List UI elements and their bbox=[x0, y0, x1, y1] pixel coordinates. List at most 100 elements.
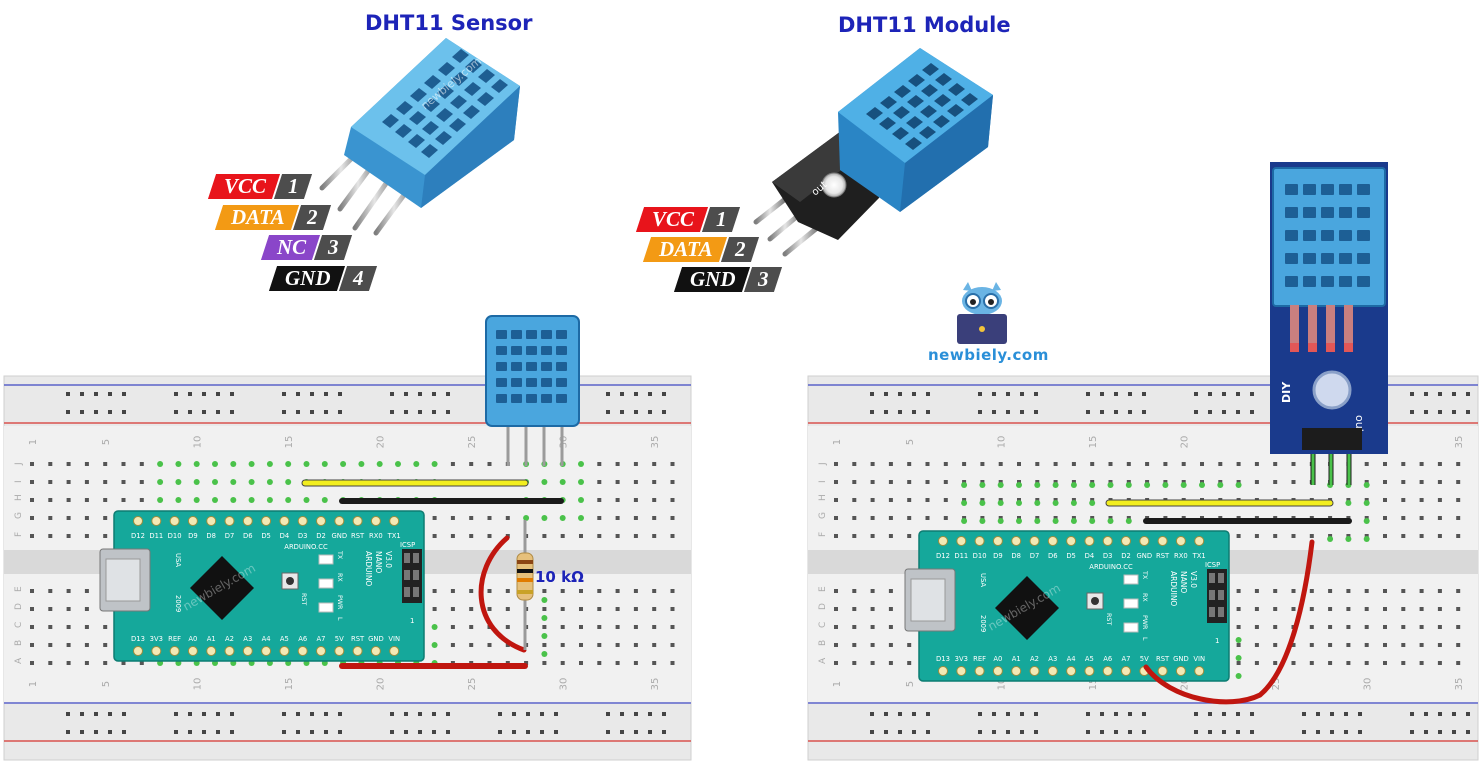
board-bottom-pin-label: A2 bbox=[225, 635, 234, 643]
dht11-sensor-left bbox=[485, 315, 580, 466]
row-letter: B bbox=[14, 640, 24, 646]
board-bottom-pin-label: A1 bbox=[207, 635, 216, 643]
column-number: 5 bbox=[101, 681, 112, 687]
board-bottom-pin-label: A3 bbox=[1048, 655, 1057, 663]
dht11-sensor-photo: newbiely.com bbox=[319, 38, 520, 236]
board-bottom-pin-label: D13 bbox=[936, 655, 950, 663]
board-label: V3.0 bbox=[384, 551, 393, 568]
column-number: 5 bbox=[905, 439, 916, 445]
board-label: NANO bbox=[374, 551, 383, 573]
board-top-pin-label: D8 bbox=[206, 532, 216, 540]
board-label: L bbox=[1141, 637, 1148, 641]
module-brand-mark: DIY bbox=[1280, 381, 1293, 403]
brand-logo-text: newbiely.com bbox=[928, 346, 1049, 364]
column-number: 15 bbox=[284, 678, 295, 691]
board-top-pin-label: D11 bbox=[954, 552, 968, 560]
resistor-10k bbox=[516, 520, 534, 650]
column-number: 20 bbox=[1180, 436, 1191, 449]
column-number: 35 bbox=[650, 436, 661, 449]
board-top-pin-label: D4 bbox=[1085, 552, 1095, 560]
row-letter: D bbox=[818, 603, 828, 610]
board-bottom-pin-label: 3V3 bbox=[150, 635, 163, 643]
newbiely-owl-logo bbox=[957, 282, 1007, 344]
board-top-pin-label: D12 bbox=[131, 532, 145, 540]
row-letter: E bbox=[818, 586, 828, 592]
board-top-pin-label: D10 bbox=[973, 552, 987, 560]
arduino-nano-left: D12D13D113V3D10REFD9A0D8A1D7A2D6A3D5A4D4… bbox=[99, 510, 425, 662]
board-bottom-pin-label: GND bbox=[1173, 655, 1189, 663]
column-number: 15 bbox=[284, 436, 295, 449]
column-number: 20 bbox=[376, 436, 387, 449]
board-label: 2009 bbox=[174, 595, 182, 612]
column-number: 35 bbox=[650, 678, 661, 691]
wires-right bbox=[1105, 499, 1352, 705]
board-top-pin-label: D2 bbox=[316, 532, 326, 540]
board-label: TX bbox=[1141, 570, 1148, 580]
column-number: 10 bbox=[193, 436, 204, 449]
board-top-pin-label: D7 bbox=[1030, 552, 1040, 560]
board-label: PWR bbox=[336, 595, 343, 610]
board-top-pin-label: TX1 bbox=[1192, 552, 1206, 560]
board-top-pin-label: D3 bbox=[1103, 552, 1113, 560]
board-label: ICSP bbox=[400, 541, 415, 549]
board-label: ARDUINO bbox=[364, 551, 373, 586]
column-number: 30 bbox=[1363, 678, 1374, 691]
row-letter: A bbox=[14, 657, 24, 664]
board-top-pin-label: D10 bbox=[168, 532, 182, 540]
row-letter: F bbox=[14, 532, 24, 537]
board-top-pin-label: D12 bbox=[936, 552, 950, 560]
column-number: 25 bbox=[467, 678, 478, 691]
board-bottom-pin-label: REF bbox=[973, 655, 986, 663]
board-bottom-pin-label: A6 bbox=[1103, 655, 1112, 663]
dht11-module-photo: out bbox=[753, 48, 993, 257]
board-label: USA bbox=[174, 553, 182, 567]
board-top-pin-label: RX0 bbox=[1174, 552, 1188, 560]
board-label: NANO bbox=[1179, 571, 1188, 593]
arduino-nano-right: D12D13D113V3D10REFD9A0D8A1D7A2D6A3D5A4D4… bbox=[904, 530, 1230, 682]
board-bottom-pin-label: A4 bbox=[1067, 655, 1076, 663]
column-number: 35 bbox=[1454, 436, 1465, 449]
board-bottom-pin-label: VIN bbox=[1193, 655, 1205, 663]
row-letter: A bbox=[818, 657, 828, 664]
column-number: 1 bbox=[28, 439, 39, 445]
board-top-pin-label: D6 bbox=[1048, 552, 1058, 560]
board-label: 2009 bbox=[979, 615, 987, 632]
column-number: 35 bbox=[1454, 678, 1465, 691]
row-letter: H bbox=[14, 494, 24, 501]
board-bottom-pin-label: A7 bbox=[317, 635, 326, 643]
column-number: 30 bbox=[559, 678, 570, 691]
row-letter: B bbox=[818, 640, 828, 646]
board-label: RST bbox=[300, 593, 307, 605]
board-bottom-pin-label: A7 bbox=[1122, 655, 1131, 663]
board-top-pin-label: RX0 bbox=[369, 532, 383, 540]
column-number: 30 bbox=[559, 436, 570, 449]
right-title: DHT11 Module bbox=[838, 13, 1011, 37]
board-bottom-pin-label: 5V bbox=[1140, 655, 1149, 663]
row-letter: G bbox=[14, 512, 24, 519]
board-bottom-pin-label: A3 bbox=[243, 635, 252, 643]
board-label: RST bbox=[1105, 613, 1112, 625]
board-label: ICSP bbox=[1205, 561, 1220, 569]
board-label: 1 bbox=[410, 617, 414, 625]
board-label: V3.0 bbox=[1189, 571, 1198, 588]
board-bottom-pin-label: RST bbox=[1156, 655, 1170, 663]
row-letter: J bbox=[14, 462, 24, 466]
board-bottom-pin-label: REF bbox=[168, 635, 181, 643]
board-bottom-pin-label: A6 bbox=[298, 635, 307, 643]
column-number: 20 bbox=[376, 678, 387, 691]
board-bottom-pin-label: A1 bbox=[1012, 655, 1021, 663]
column-number: 25 bbox=[1271, 678, 1282, 691]
row-letter: F bbox=[818, 532, 828, 537]
board-bottom-pin-label: 3V3 bbox=[955, 655, 968, 663]
row-letter: G bbox=[818, 512, 828, 519]
board-top-pin-label: D3 bbox=[298, 532, 308, 540]
column-number: 1 bbox=[832, 439, 843, 445]
board-top-pin-label: D7 bbox=[225, 532, 235, 540]
board-bottom-pin-label: RST bbox=[351, 635, 365, 643]
column-number: 1 bbox=[832, 681, 843, 687]
board-top-pin-label: D9 bbox=[188, 532, 198, 540]
board-top-pin-label: D4 bbox=[280, 532, 290, 540]
board-bottom-pin-label: A4 bbox=[262, 635, 271, 643]
